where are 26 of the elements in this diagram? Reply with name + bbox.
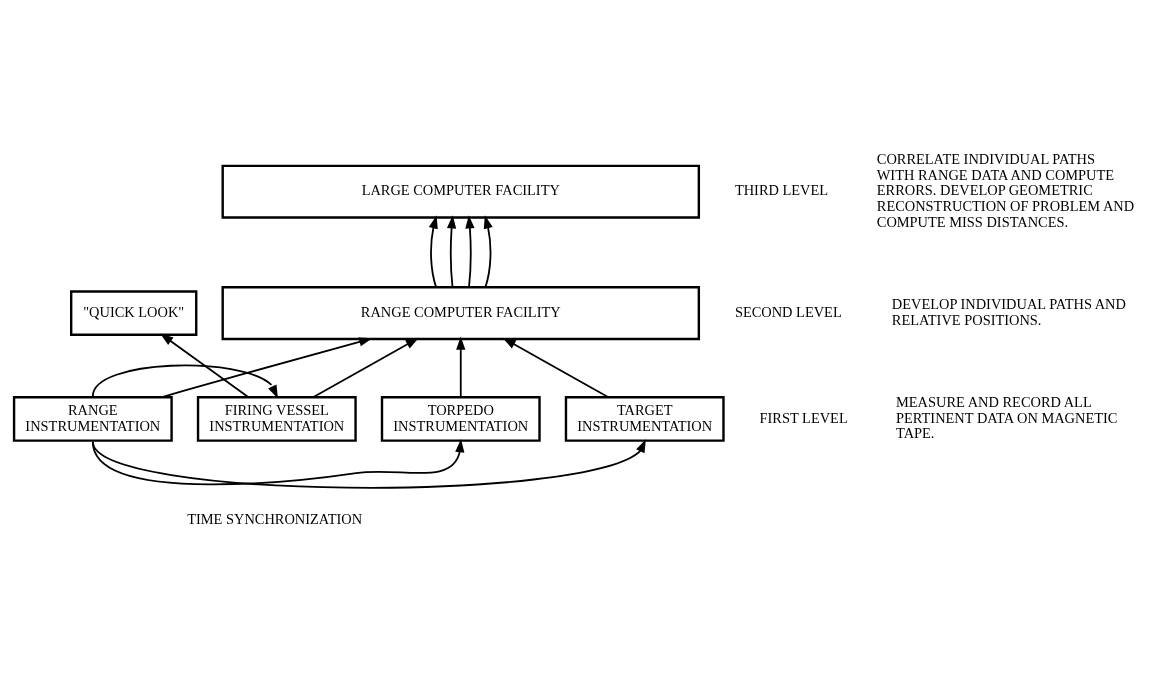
- node-box: "QUICK LOOK": [70, 289, 198, 336]
- label: DEVELOP INDIVIDUAL PATHS AND RELATIVE POSITIONS.: [891, 295, 1126, 328]
- arrow: [91, 438, 465, 485]
- label: SECOND LEVEL: [734, 303, 842, 320]
- node-box: TARGET INSTRUMENTATION: [564, 395, 725, 442]
- node-box: FIRING VESSEL INSTRUMENTATION: [196, 395, 357, 442]
- node-box: RANGE COMPUTER FACILITY: [221, 285, 701, 340]
- arrow: [160, 332, 250, 398]
- arrow: [428, 214, 438, 288]
- arrow: [502, 337, 609, 398]
- node-box: TORPEDO INSTRUMENTATION: [380, 395, 541, 442]
- arrow: [91, 364, 278, 399]
- arrow: [91, 438, 646, 489]
- node-box: RANGE INSTRUMENTATION: [12, 395, 173, 442]
- arrow: [446, 214, 457, 288]
- label: MEASURE AND RECORD ALL PERTINENT DATA ON MAGNETIC TAPE.: [896, 393, 1118, 441]
- arrow: [160, 336, 373, 398]
- arrow: [465, 214, 475, 288]
- arrow: [456, 336, 466, 398]
- label: FIRST LEVEL: [759, 409, 848, 426]
- label: TIME SYNCHRONIZATION: [187, 510, 363, 527]
- arrow: [483, 214, 493, 288]
- label: CORRELATE INDIVIDUAL PATHS WITH RANGE DATA AND COMPUTE ERRORS. DEVELOP GEOMETRIC RECONSTRUCTION OF PROBLEM AND COMPUTE MISS DISTANCES.: [876, 150, 1135, 230]
- arrow: [312, 337, 419, 398]
- label: THIRD LEVEL: [734, 181, 829, 198]
- node-box: LARGE COMPUTER FACILITY: [221, 164, 701, 219]
